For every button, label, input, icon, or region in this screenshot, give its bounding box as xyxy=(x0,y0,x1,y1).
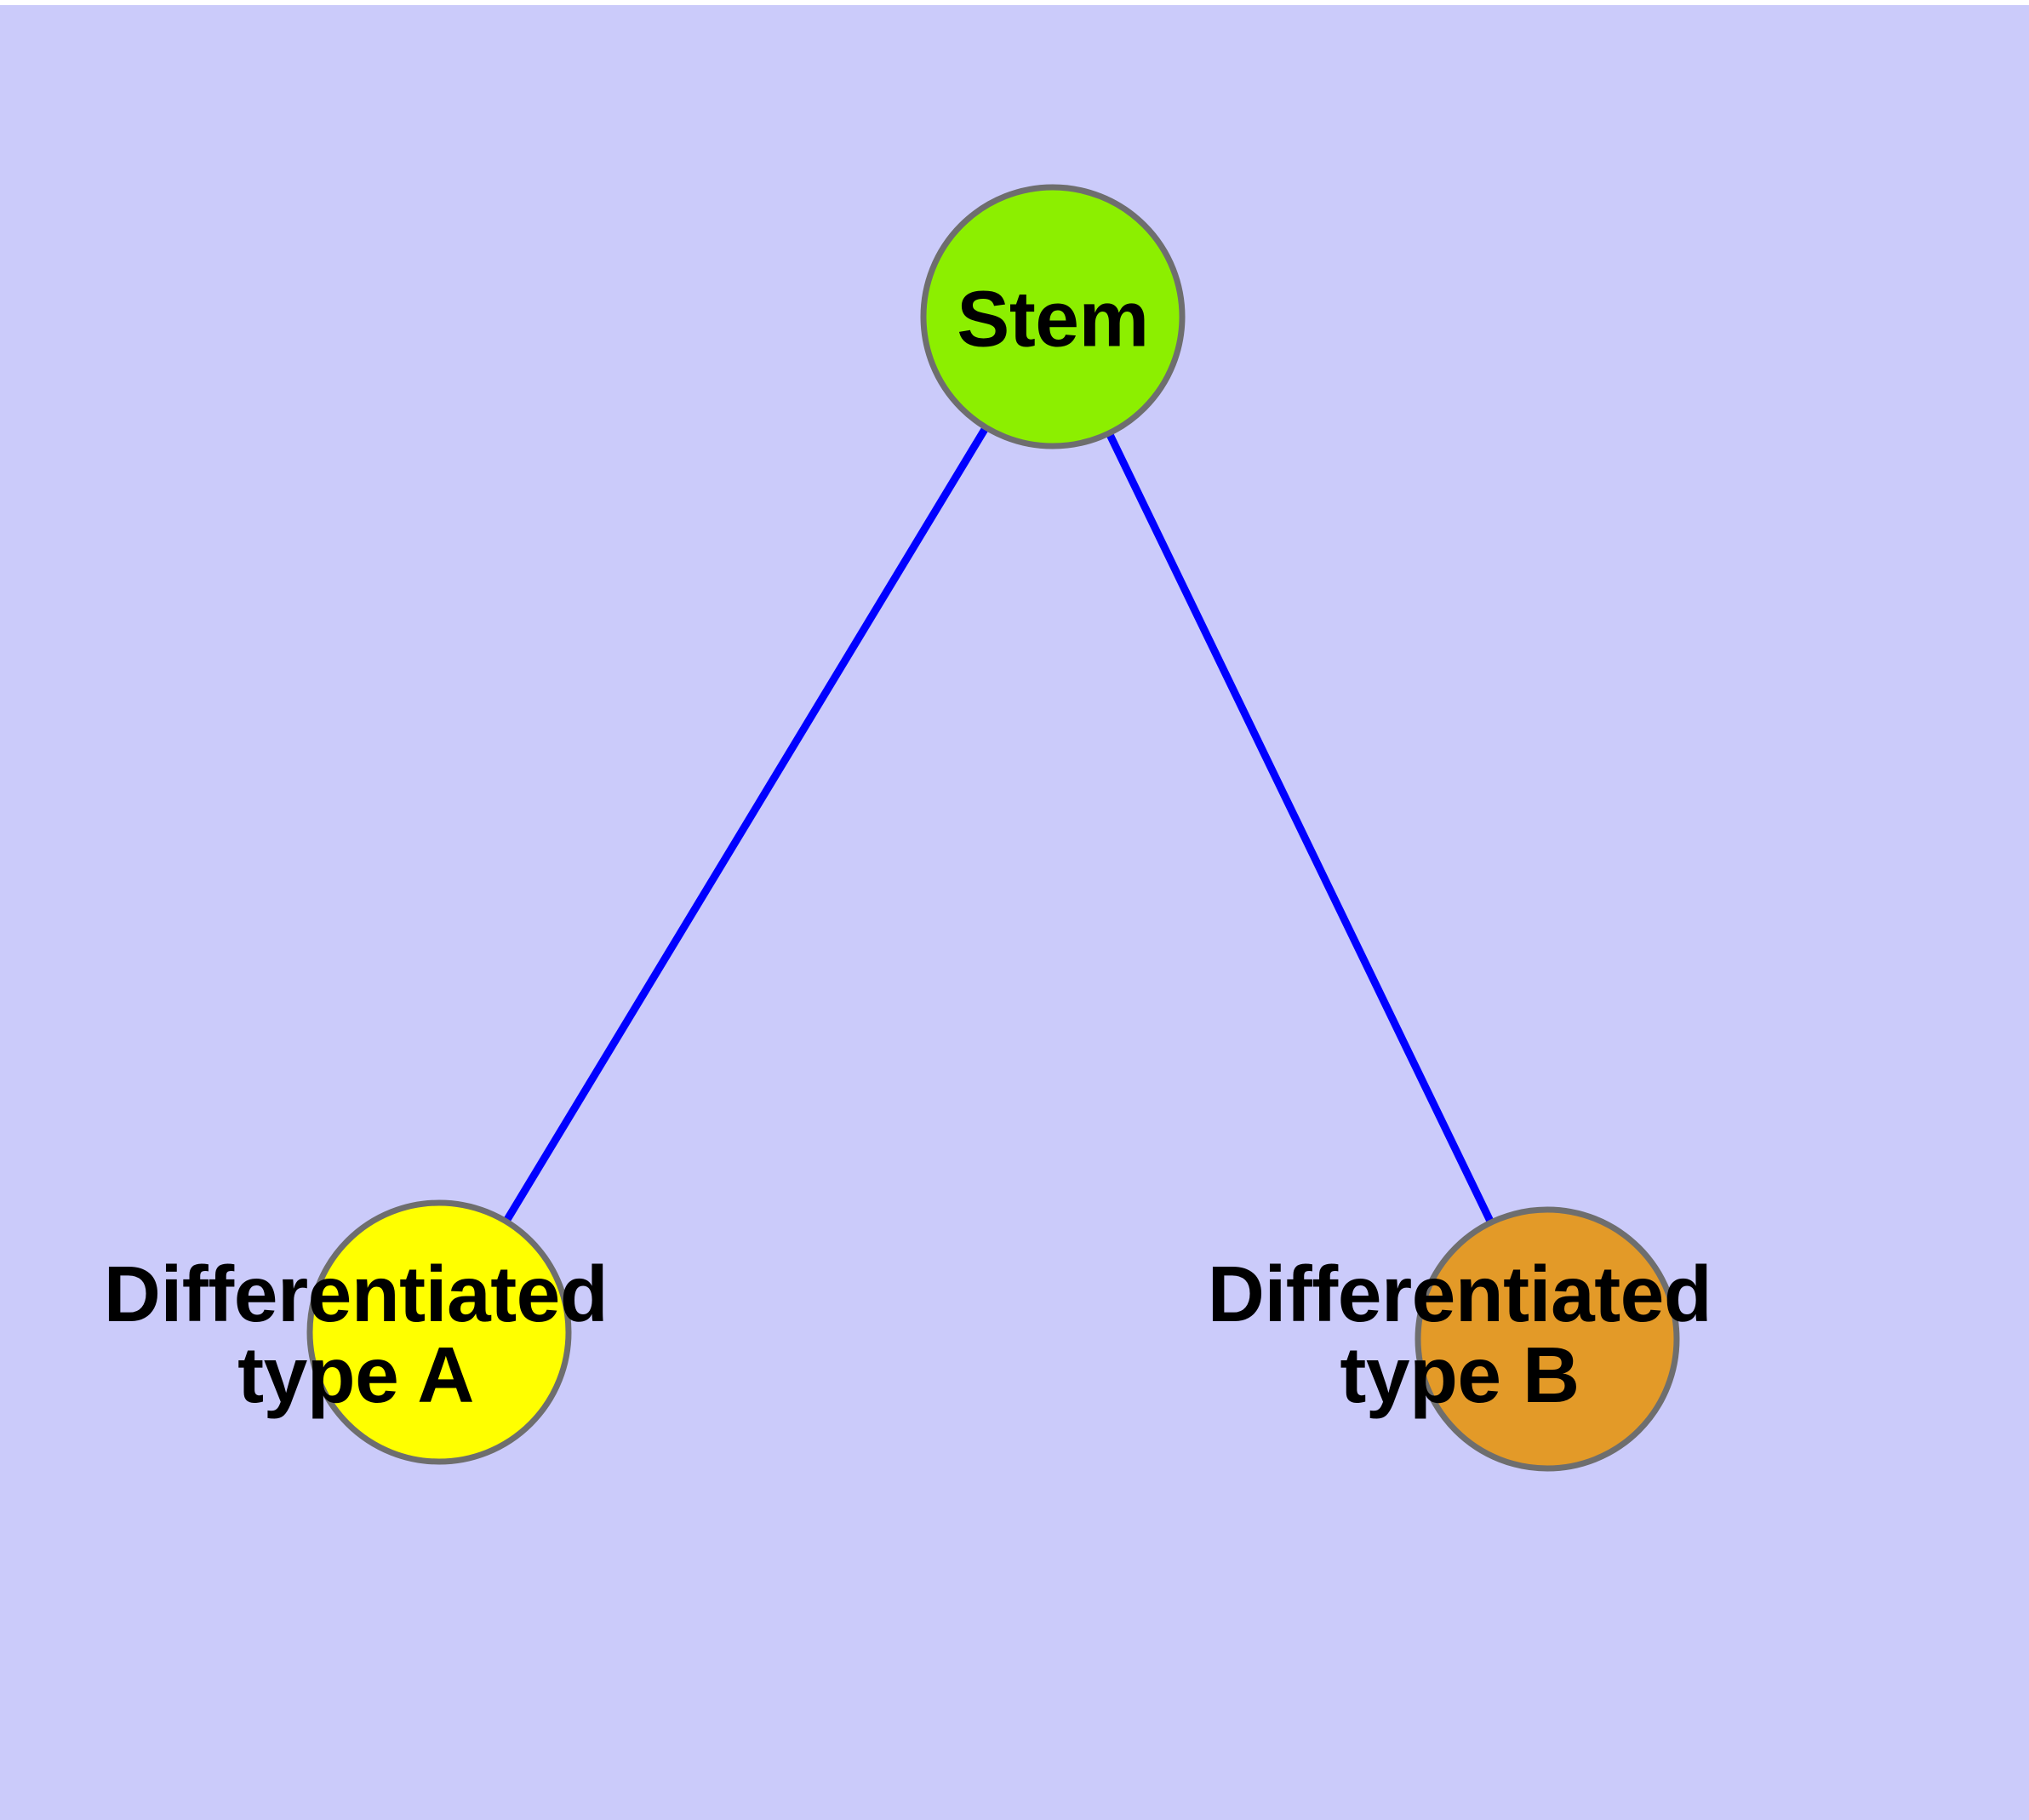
edge-stem-diff_a[interactable] xyxy=(436,314,1056,1335)
edge-layer xyxy=(436,314,1552,1341)
node-diff_a[interactable] xyxy=(306,1199,572,1465)
node-stem[interactable] xyxy=(920,184,1186,449)
node-layer xyxy=(306,184,1680,1472)
edge-stem-diff_b[interactable] xyxy=(1049,315,1552,1341)
node-diff_b[interactable] xyxy=(1415,1206,1680,1472)
